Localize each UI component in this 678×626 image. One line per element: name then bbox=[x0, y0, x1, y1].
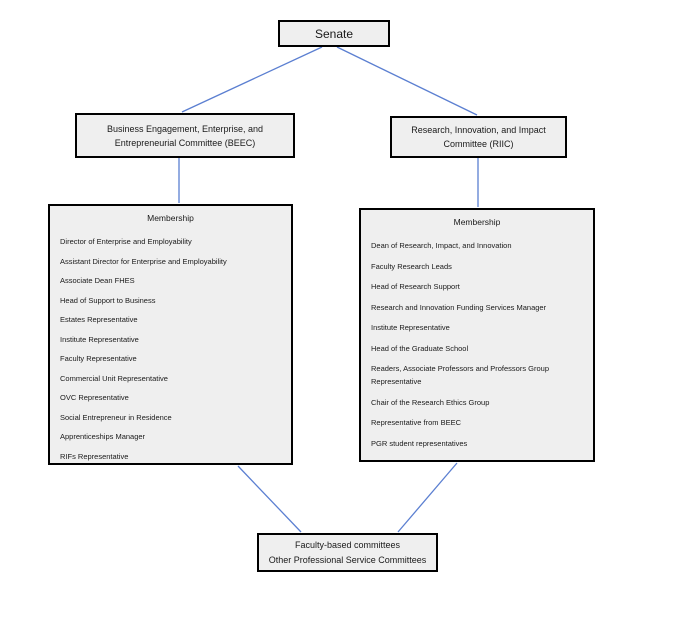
senate-node: Senate bbox=[278, 20, 390, 47]
membership-list-item: Commercial Unit Representative bbox=[60, 373, 168, 383]
membership-list-item: Faculty Representative bbox=[60, 354, 137, 363]
membership-list-item: Associate Dean FHES bbox=[60, 276, 135, 285]
bottom-label-line2: Other Professional Service Committees bbox=[268, 554, 427, 565]
membership-list-item: Chair of the Research Ethics Group bbox=[371, 397, 490, 407]
membership-list-item: Estates Representative bbox=[60, 315, 138, 324]
beec-committee-node: Business Engagement, Enterprise, and Ent… bbox=[75, 113, 295, 158]
membership-list-item: Research and Innovation Funding Services… bbox=[371, 302, 547, 312]
membership-list-item: Head of Research Support bbox=[371, 282, 460, 291]
membership-list-item: Dean of Research, Impact, and Innovation bbox=[371, 241, 512, 250]
connector-right-membership-to-bottom bbox=[397, 462, 458, 533]
membership-list-item: Representative from BEEC bbox=[371, 418, 462, 427]
membership-list-item: PGR student representatives bbox=[371, 438, 468, 448]
membership-list-item: RIFs Representative bbox=[60, 451, 129, 461]
riic-membership-node: Membership Dean of Research, Impact, and… bbox=[359, 208, 595, 462]
membership-list-item: Apprenticeships Manager bbox=[60, 432, 146, 441]
membership-list-item: Director of Enterprise and Employability bbox=[60, 237, 192, 246]
connector-left-membership-to-bottom bbox=[237, 465, 302, 533]
membership-list-item: Institute Representative bbox=[371, 323, 450, 332]
beec-membership-node: Membership Director of Enterprise and Em… bbox=[48, 204, 293, 465]
membership-list-item: OVC Representative bbox=[60, 393, 129, 402]
membership-list-item: Readers, Associate Professors and Profes… bbox=[371, 364, 550, 386]
riic-membership-list: Dean of Research, Impact, and Innovation… bbox=[371, 239, 583, 450]
beec-label-line1: Business Engagement, Enterprise, and bbox=[106, 123, 264, 134]
other-committees-node: Faculty-based committees Other Professio… bbox=[257, 533, 438, 572]
membership-list-item: Assistant Director for Enterprise and Em… bbox=[60, 256, 227, 266]
membership-list-item: Head of Support to Business bbox=[60, 295, 156, 305]
connector-senate-to-riic bbox=[336, 46, 478, 116]
bottom-label-line1: Faculty-based committees bbox=[294, 540, 401, 551]
beec-label-line2: Entrepreneurial Committee (BEEC) bbox=[114, 137, 256, 148]
beec-membership-list: Director of Enterprise and Employability… bbox=[60, 235, 281, 463]
membership-list-item: Institute Representative bbox=[60, 334, 139, 344]
riic-label-line2: Committee (RIIC) bbox=[443, 139, 514, 149]
membership-list-item: Social Entrepreneur in Residence bbox=[60, 412, 172, 422]
riic-membership-title: Membership bbox=[453, 217, 501, 227]
connector-senate-to-beec bbox=[181, 46, 323, 113]
senate-label: Senate bbox=[314, 26, 354, 41]
membership-list-item: Faculty Research Leads bbox=[371, 261, 452, 271]
riic-committee-node: Research, Innovation, and Impact Committ… bbox=[390, 116, 567, 158]
beec-membership-title: Membership bbox=[147, 213, 194, 223]
riic-label-line1: Research, Innovation, and Impact bbox=[411, 125, 546, 135]
membership-list-item: Head of the Graduate School bbox=[371, 343, 469, 353]
